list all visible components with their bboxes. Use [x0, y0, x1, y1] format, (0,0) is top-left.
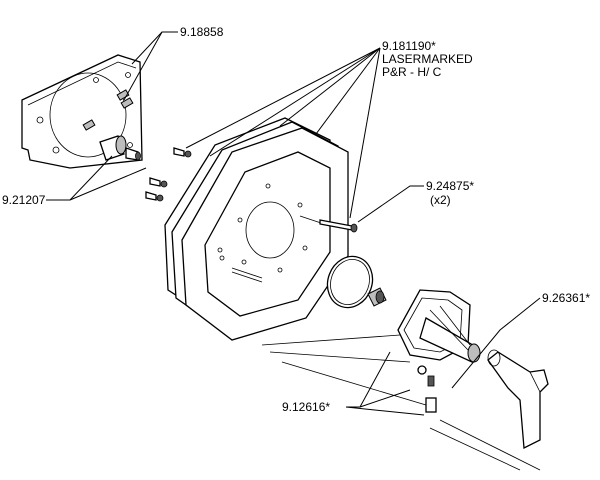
bracket-screws	[145, 147, 192, 202]
hub-small-parts	[417, 365, 437, 413]
callout-hub-part-number: 9.12616*	[282, 400, 330, 414]
callout-screw-quantity: (x2)	[430, 193, 451, 207]
o-ring	[326, 255, 374, 309]
callout-lever-part-number: 9.26361*	[542, 291, 590, 305]
callout-bracket-part-number: 9.18858	[180, 25, 224, 39]
lever-handle	[487, 349, 549, 450]
spacer-adapter	[99, 135, 141, 161]
escutcheon-plate-front	[181, 127, 349, 341]
callout-escutcheon-note-2: P&R - H/ C	[382, 65, 442, 79]
callout-adapter-part-number: 9.21207	[2, 193, 46, 207]
leader-lines	[46, 31, 541, 471]
long-screw	[319, 219, 358, 233]
callout-escutcheon-part-number: 9.181190*	[382, 39, 436, 53]
handle-hub	[397, 289, 481, 363]
callout-screw-part-number: 9.24875*	[426, 179, 474, 193]
callout-escutcheon-note-1: LASERMARKED	[382, 52, 473, 66]
valve-fitting	[367, 287, 387, 307]
